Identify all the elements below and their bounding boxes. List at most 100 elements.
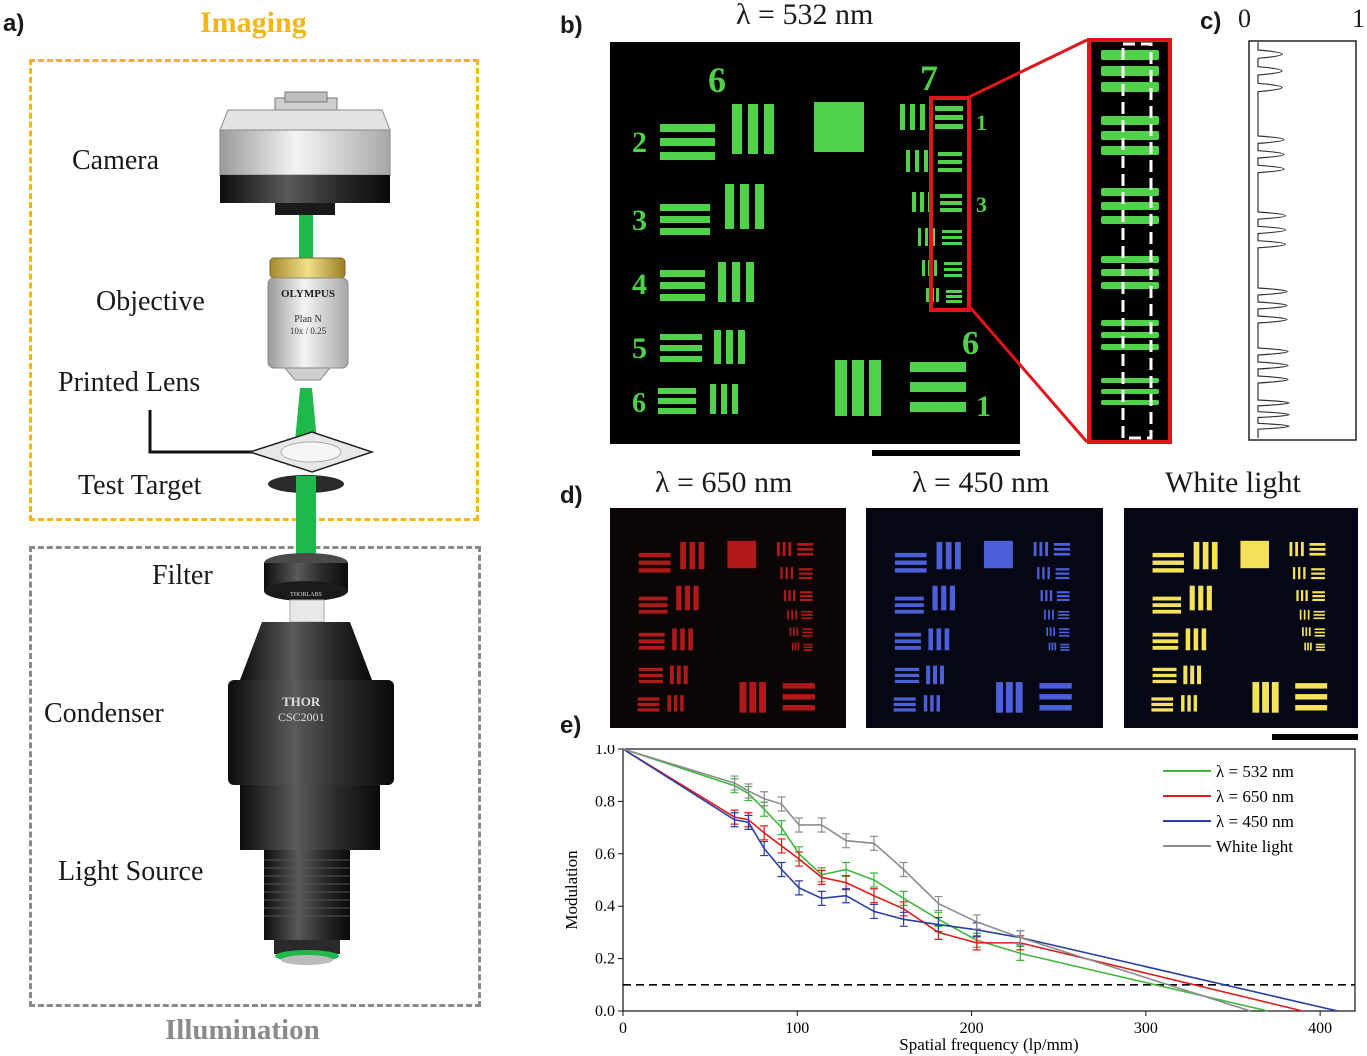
target-bar: [1312, 598, 1325, 602]
target-bar: [1187, 695, 1191, 712]
target-bar: [797, 547, 814, 551]
target-bar: [1309, 547, 1326, 551]
error-bar: [899, 861, 908, 878]
y-tick-label: 1.0: [595, 745, 615, 758]
target-bar: [1060, 649, 1070, 651]
target-bar: [996, 682, 1003, 713]
error-bar: [934, 895, 943, 912]
series-line: [622, 748, 1269, 1012]
error-bar: [817, 817, 826, 833]
target-bar: [1295, 705, 1328, 711]
profile-axis-min: 0: [1238, 4, 1251, 33]
target-bar: [780, 567, 783, 580]
x-axis-label: Spatial frequency (lp/mm): [899, 1035, 1078, 1054]
target-bar: [1206, 585, 1212, 611]
target-bar: [1055, 576, 1070, 580]
target-bar: [1303, 609, 1306, 620]
target-bar: [1202, 541, 1209, 570]
target-bar: [1305, 627, 1308, 637]
zoom-bar: [1101, 282, 1159, 289]
target-bar: [1053, 627, 1056, 637]
y-tick-label: 0.6: [595, 846, 615, 863]
error-bar: [744, 783, 753, 799]
target-bar: [1193, 541, 1200, 570]
target-bar: [1049, 590, 1053, 602]
target-bar: [1190, 665, 1195, 685]
error-bar: [795, 880, 804, 896]
scale-bar-d: [1272, 734, 1358, 740]
condenser-lens-top: [289, 599, 325, 623]
target-bar: [676, 665, 681, 685]
target-bar: [1201, 628, 1207, 651]
zoom-bar: [1101, 116, 1159, 125]
target-bar: [893, 702, 916, 707]
zoom-bar: [1101, 400, 1159, 405]
element-label-4: 4: [632, 268, 647, 301]
imaging-box: [29, 59, 479, 521]
imaging-title: Imaging: [200, 6, 307, 39]
zoom-bar: [1101, 216, 1159, 224]
target-bar: [1056, 595, 1070, 598]
target-bar: [1252, 682, 1260, 713]
light-source-body: [264, 850, 350, 965]
target-bar: [1151, 697, 1174, 701]
target-bar: [802, 631, 813, 634]
error-bar: [869, 903, 878, 920]
objective-spec-text: 10x / 0.25: [290, 326, 327, 336]
target-bar: [673, 695, 678, 712]
target-bar: [1053, 547, 1071, 551]
target-bar: [1309, 552, 1326, 556]
target-bar: [894, 560, 927, 565]
target-bar: [796, 627, 799, 637]
target-bar: [1313, 617, 1325, 620]
illumination-box: [29, 546, 481, 1007]
target-d2-title: λ = 450 nm: [912, 466, 1050, 499]
error-bar: [795, 851, 804, 867]
target-bar: [1044, 609, 1046, 620]
target-bar: [793, 627, 795, 637]
zoom-bar: [1101, 202, 1159, 210]
target-bar: [1152, 632, 1179, 637]
target-bar: [803, 643, 813, 646]
zoom-bar: [1101, 389, 1159, 394]
target-bar: [791, 642, 794, 651]
error-bar: [777, 838, 786, 854]
y-axis-label: Modulation: [562, 850, 581, 930]
target-bar: [1299, 609, 1302, 620]
target-bar: [1048, 609, 1050, 620]
condenser-model-text: CSC2001: [278, 710, 325, 724]
zoom-inset: [1087, 38, 1172, 444]
target-bar: [637, 708, 660, 712]
target-bar: [1005, 682, 1013, 713]
target-bar: [667, 695, 672, 712]
target-bar: [793, 590, 796, 602]
target-bar: [669, 665, 674, 685]
target-bar: [1151, 702, 1174, 707]
target-bar: [638, 673, 663, 678]
target-bar: [1152, 603, 1182, 608]
chart-frame: [622, 748, 1356, 1012]
target-bar: [1152, 552, 1184, 558]
target-bar: [672, 628, 677, 651]
target-bar: [794, 642, 797, 651]
target-bar: [1292, 567, 1296, 580]
target-bar: [1185, 628, 1191, 651]
target-bar: [955, 541, 961, 570]
target-bar: [1309, 543, 1326, 546]
beam-segment-lower: [296, 476, 316, 561]
target-bar: [1152, 667, 1177, 672]
target-bar: [788, 541, 792, 557]
target-bar: [1015, 682, 1023, 713]
target-bar: [1314, 634, 1325, 637]
label-test-target: Test Target: [78, 470, 202, 501]
target-bar: [1296, 590, 1299, 602]
error-bar: [777, 820, 786, 836]
target-bar: [1060, 646, 1070, 649]
target-bar: [1305, 590, 1308, 602]
target-bar: [789, 627, 792, 637]
target-bar: [1289, 541, 1293, 557]
target-bar: [638, 667, 663, 672]
zoom-bar: [1101, 332, 1159, 338]
scale-bar-b: [872, 450, 1020, 456]
error-bar: [777, 796, 786, 812]
